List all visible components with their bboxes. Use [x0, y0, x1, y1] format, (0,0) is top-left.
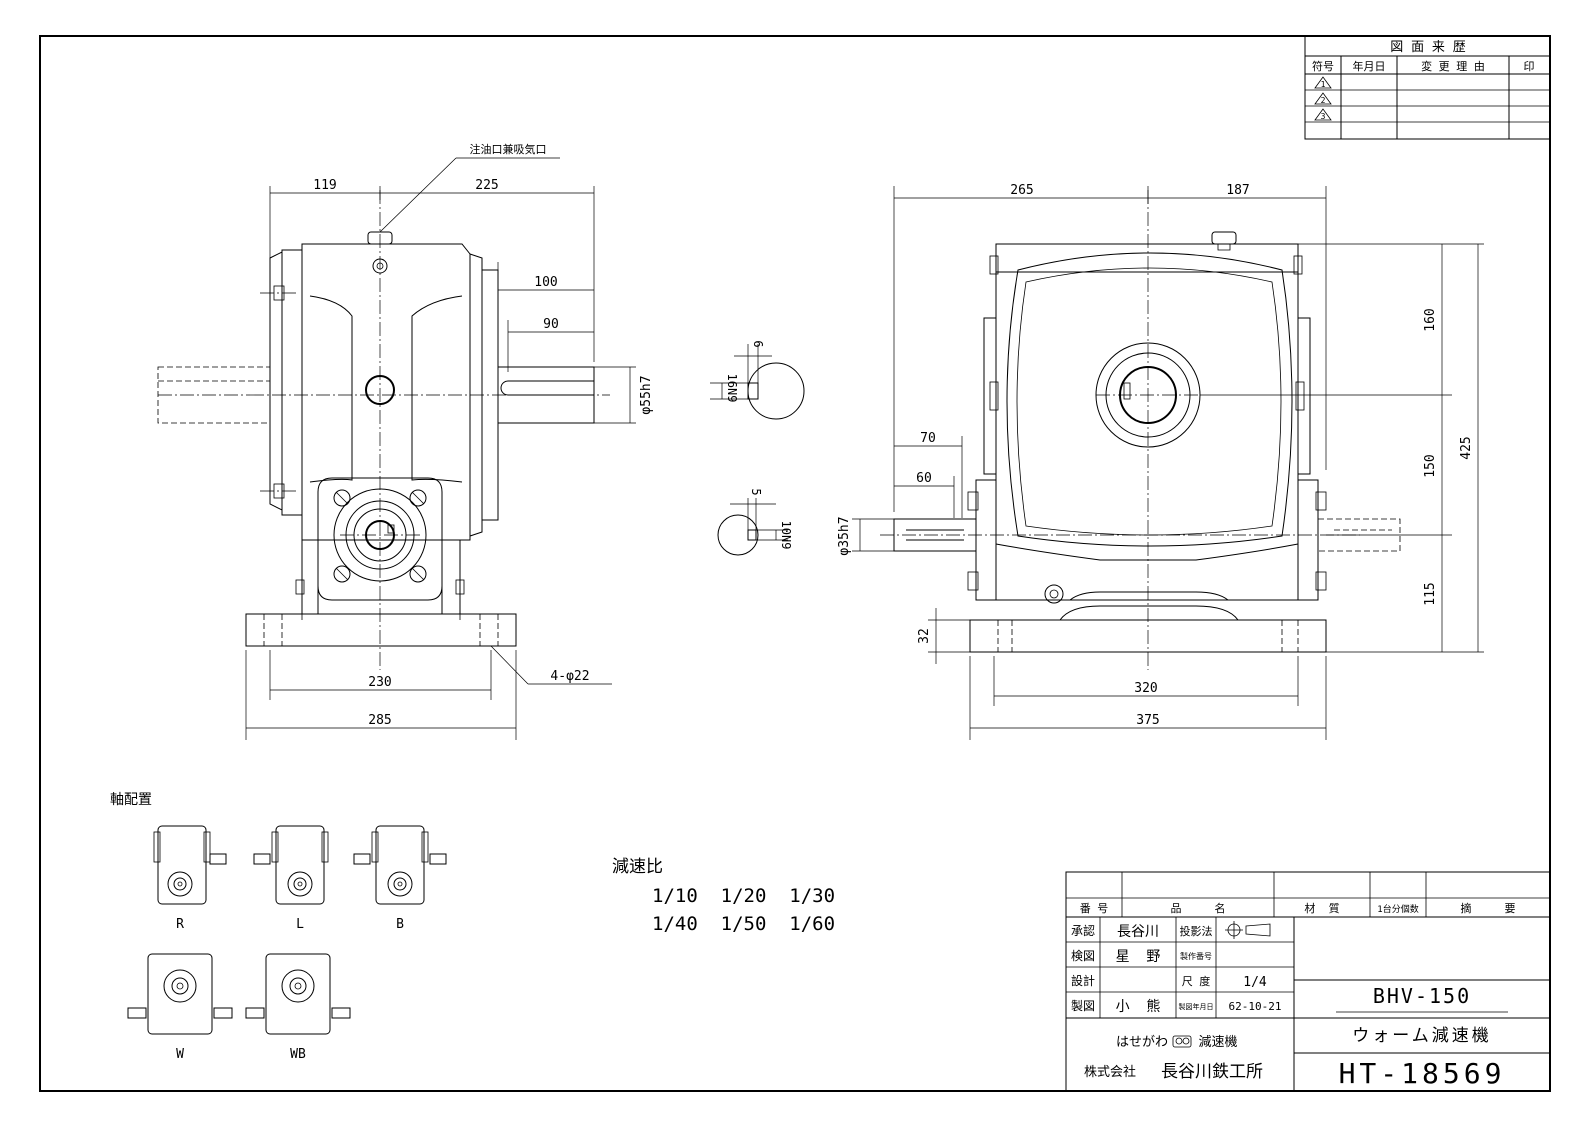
- company-prefix: 株式会社: [1084, 1064, 1136, 1080]
- dim-32: 32: [917, 628, 932, 644]
- dim-60: 60: [916, 471, 932, 486]
- rev-mark-1: 1: [1314, 76, 1332, 89]
- dim-225: 225: [475, 178, 498, 193]
- dim-115: 115: [1423, 582, 1438, 605]
- svg-text:L: L: [296, 917, 304, 932]
- dim-119: 119: [313, 178, 336, 193]
- key-lower-depth: 5: [749, 488, 763, 495]
- dim-375: 375: [1136, 713, 1159, 728]
- dim-320: 320: [1134, 681, 1157, 696]
- revision-table: 図 面 来 歴 符号 年月日 変 更 理 由 印 1 2 3: [1304, 35, 1551, 140]
- dim-425: 425: [1459, 436, 1474, 459]
- date-label: 製図年月日: [1179, 1002, 1214, 1011]
- dim-55h7: φ55h7: [639, 375, 654, 414]
- arrangement-w: W: [127, 953, 233, 1062]
- svg-text:WB: WB: [290, 1047, 306, 1062]
- front-base: [245, 613, 517, 647]
- rev-header-reason: 変 更 理 由: [1421, 59, 1485, 73]
- arrangement-r: R: [153, 825, 227, 932]
- check-value: 星 野: [1116, 949, 1161, 965]
- dim-100: 100: [534, 275, 557, 290]
- tb-header-remarks: 摘 要: [1460, 901, 1515, 915]
- model-name: BHV-150: [1373, 984, 1471, 1008]
- company-name: 長谷川鉄工所: [1161, 1062, 1263, 1082]
- dim-90: 90: [543, 317, 559, 332]
- dim-4-phi22: 4-φ22: [550, 669, 589, 684]
- dim-265: 265: [1010, 183, 1033, 198]
- side-dimensions: 265 187 70 60 φ35h7 32 320 375: [837, 183, 1484, 740]
- svg-text:B: B: [396, 917, 404, 932]
- rev-header-seal: 印: [1524, 60, 1535, 73]
- key-detail-upper: 16N9 6: [710, 340, 805, 420]
- rev-mark-2: 2: [1314, 92, 1332, 105]
- rev-mark-3: 3: [1314, 108, 1332, 121]
- design-label: 設計: [1071, 973, 1095, 988]
- dim-285: 285: [368, 713, 391, 728]
- dim-150: 150: [1423, 454, 1438, 477]
- svg-text:3: 3: [1321, 112, 1326, 121]
- tb-header-material: 材 質: [1304, 901, 1339, 915]
- svg-text:R: R: [176, 917, 184, 932]
- front-view: 119 225 100 90 φ55h7 230 285 4-φ22: [157, 142, 654, 740]
- brand-logo-icon: [1172, 1035, 1192, 1048]
- ratio-row-2: 1/40 1/50 1/60: [652, 913, 835, 935]
- approval-label: 承認: [1071, 923, 1095, 938]
- oil-inlet-label: 注油口兼吸気口: [470, 142, 547, 156]
- front-worm-cover: [317, 477, 443, 601]
- revision-title: 図 面 来 歴: [1390, 40, 1465, 55]
- shaft-arrangement: 軸配置 R L B: [110, 792, 447, 1062]
- tb-header-name: 品 名: [1170, 901, 1225, 915]
- seiban-label: 製作番号: [1180, 951, 1212, 961]
- date-value: 62-10-21: [1229, 1000, 1282, 1013]
- dim-230: 230: [368, 675, 391, 690]
- rev-header-mark: 符号: [1312, 60, 1334, 73]
- scale-label: 尺 度: [1182, 974, 1211, 988]
- drawn-value: 小 熊: [1116, 999, 1161, 1015]
- drawn-label: 製図: [1071, 999, 1095, 1013]
- projection-label: 投影法: [1180, 924, 1213, 938]
- dim-70: 70: [920, 431, 936, 446]
- shaft-arrangement-title: 軸配置: [110, 792, 152, 808]
- front-dimensions: 119 225 100 90 φ55h7 230 285 4-φ22: [245, 142, 654, 740]
- dim-187: 187: [1226, 183, 1249, 198]
- svg-text:2: 2: [1321, 96, 1326, 105]
- arrangement-b: B: [353, 825, 447, 932]
- side-view: 265 187 70 60 φ35h7 32 320 375: [837, 183, 1484, 740]
- product-name: ウォーム減速機: [1352, 1026, 1492, 1046]
- check-label: 検図: [1071, 949, 1095, 963]
- key-upper-depth: 6: [751, 340, 765, 347]
- side-worm-shaft: [893, 518, 977, 552]
- tb-header-qty: 1台分個数: [1377, 903, 1418, 915]
- reduction-ratio: 減速比 1/10 1/20 1/30 1/40 1/50 1/60: [612, 857, 835, 935]
- brand-name: はせがわ: [1116, 1035, 1168, 1050]
- rev-header-date: 年月日: [1353, 59, 1386, 73]
- svg-text:W: W: [176, 1047, 184, 1062]
- front-housing: [301, 243, 471, 541]
- title-block: 番 号 品 名 材 質 1台分個数 摘 要 承認 長谷川 検図 星 野 設計 製…: [1065, 871, 1551, 1092]
- ratio-row-1: 1/10 1/20 1/30: [652, 885, 835, 907]
- arrangement-wb: WB: [245, 953, 351, 1062]
- drawing-number: HT-18569: [1339, 1057, 1506, 1090]
- arrangement-l: L: [253, 825, 329, 932]
- projection-symbol-icon: [1225, 921, 1271, 939]
- brand-suffix: 減速機: [1198, 1034, 1237, 1050]
- key-lower-width: 10N9: [779, 521, 793, 550]
- ratio-title: 減速比: [612, 857, 663, 877]
- svg-text:1: 1: [1321, 80, 1326, 89]
- key-upper-width: 16N9: [725, 374, 739, 403]
- side-base: [969, 619, 1327, 653]
- front-cover-bolts: [333, 489, 427, 583]
- dim-160: 160: [1423, 308, 1438, 331]
- key-detail-lower: 10N9 5: [717, 488, 793, 556]
- sheet-border: [39, 35, 1551, 1092]
- approval-value: 長谷川: [1117, 924, 1159, 940]
- tb-header-number: 番 号: [1080, 902, 1109, 915]
- dim-35h7: φ35h7: [837, 516, 852, 555]
- scale-value: 1/4: [1243, 975, 1267, 990]
